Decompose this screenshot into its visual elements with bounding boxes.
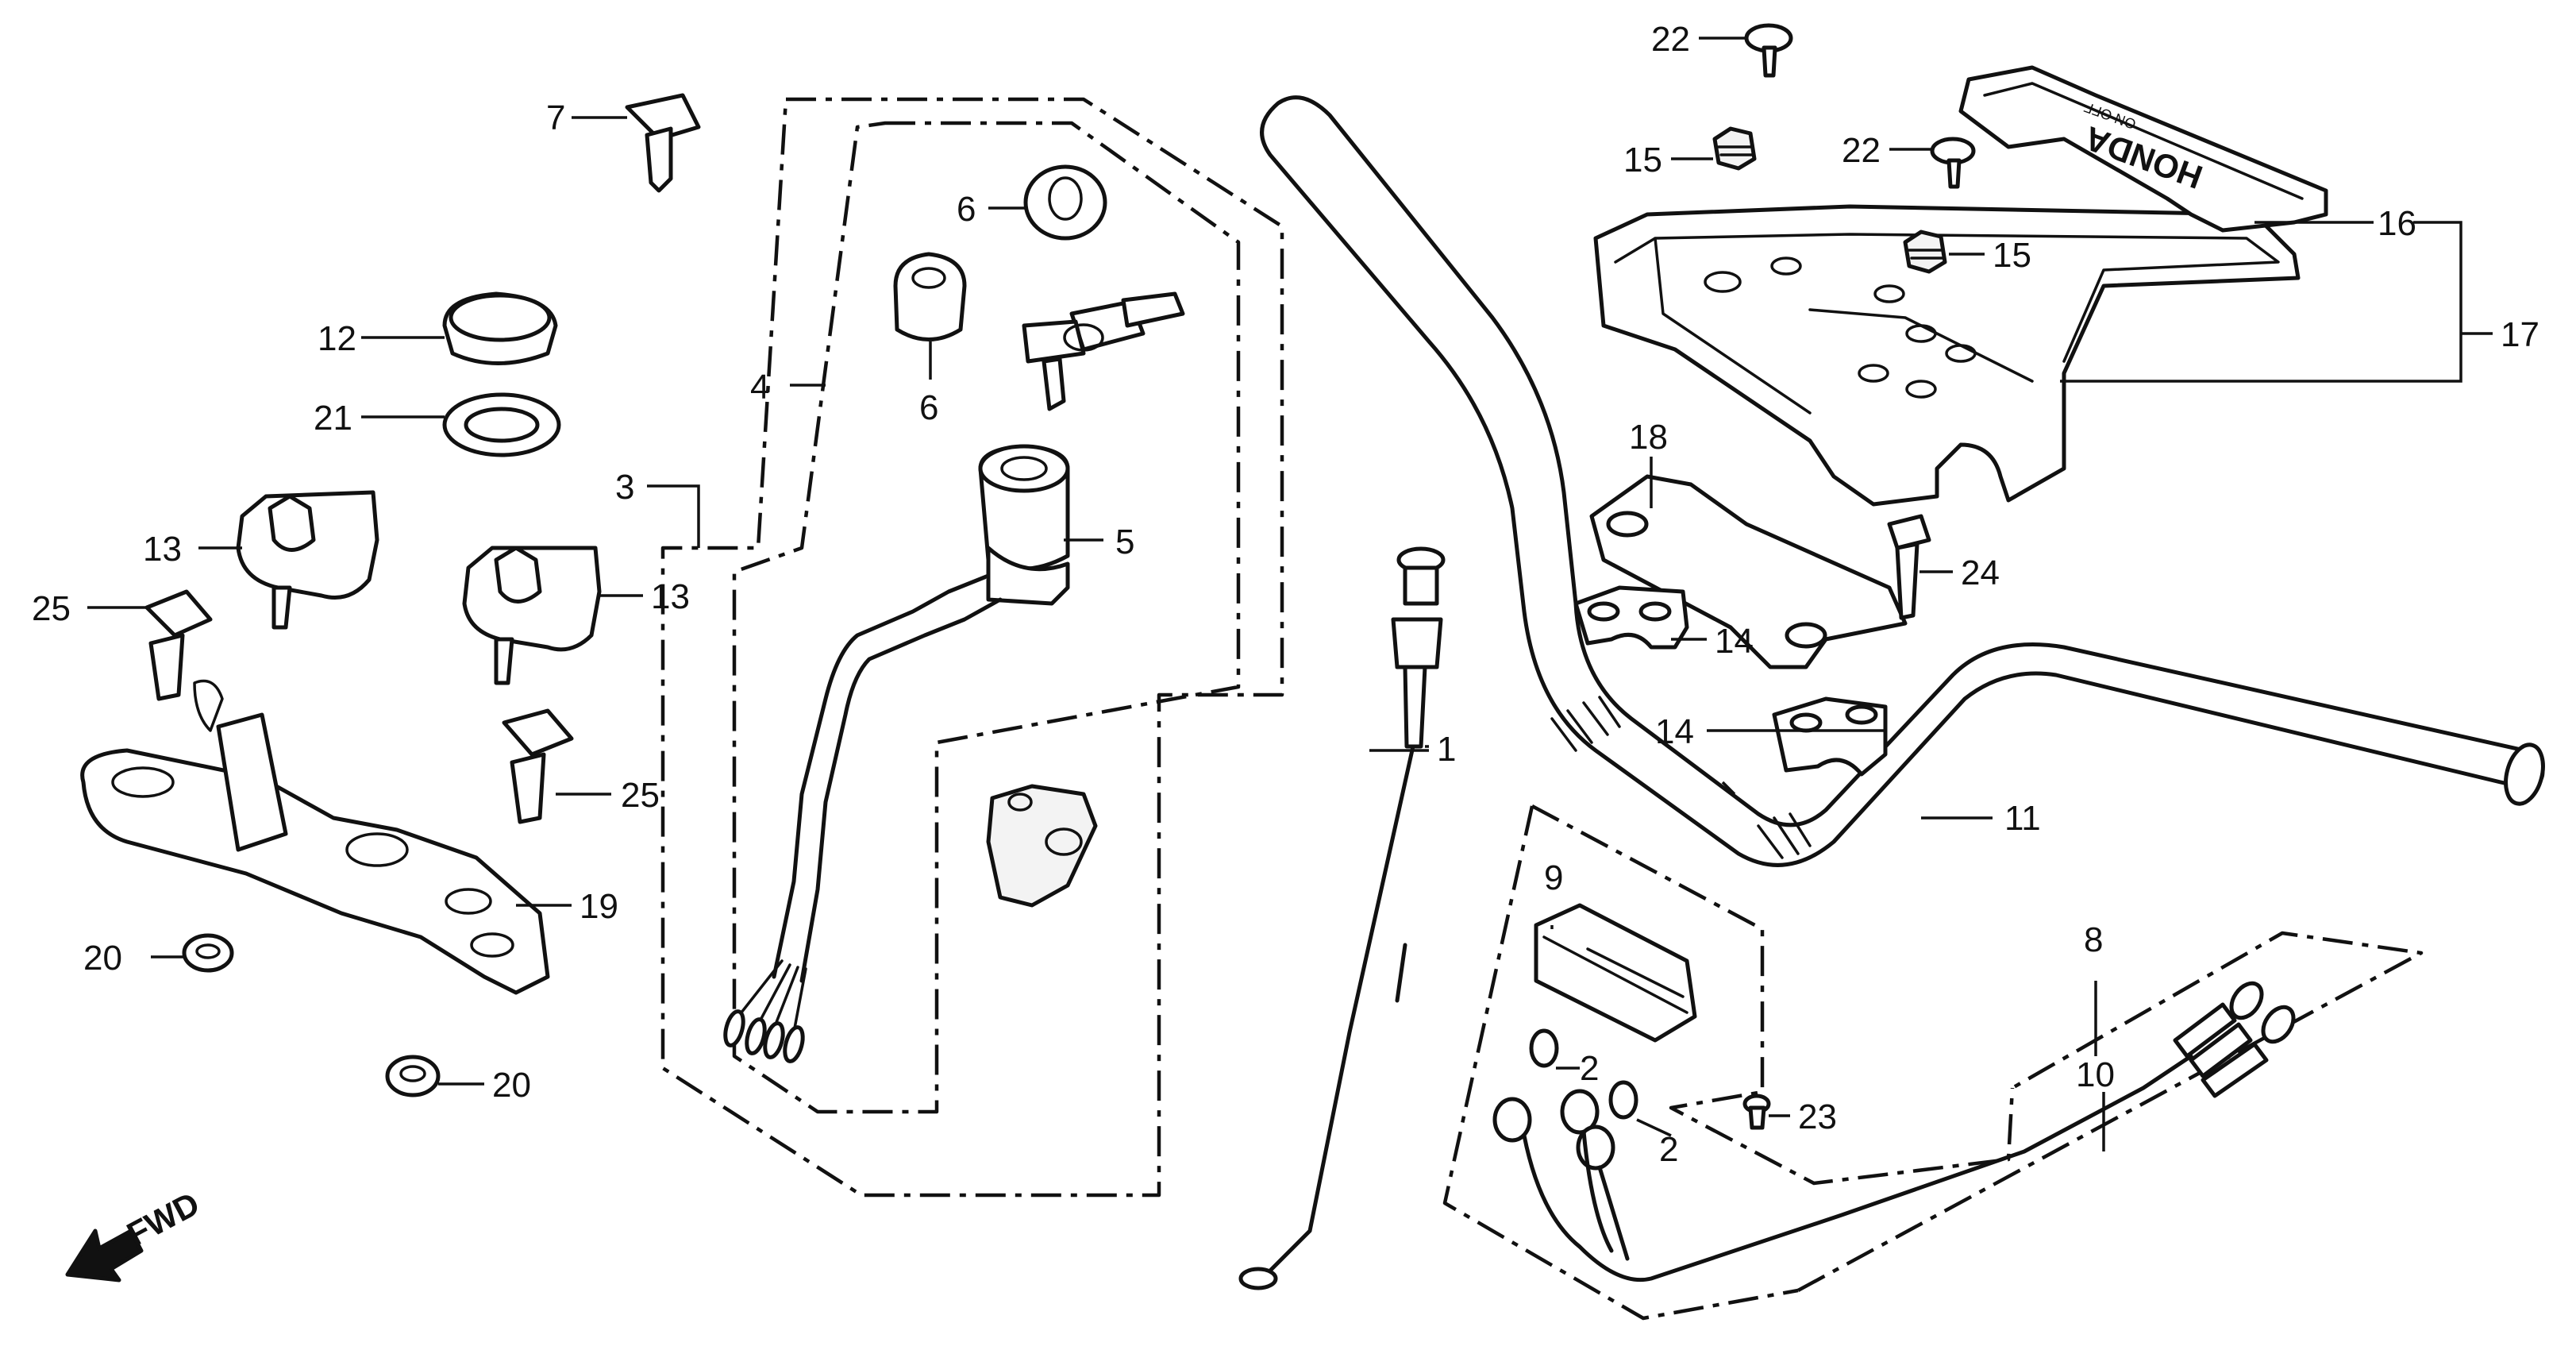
callout-20-top: 20 <box>83 939 122 978</box>
callout-2-upper: 2 <box>1580 1049 1599 1088</box>
assembly-boundary-4 <box>732 121 1241 1114</box>
callout-16: 16 <box>2378 204 2416 243</box>
callout-15-mid: 15 <box>1993 236 2031 275</box>
callout-4: 4 <box>750 368 769 407</box>
ignition-switch <box>772 444 1070 983</box>
bulb-sockets <box>1492 1054 2193 1282</box>
callout-1: 1 <box>1437 730 1456 769</box>
handlebar-holder-upper-1 <box>1573 585 1689 650</box>
bolt-25-left <box>144 589 213 701</box>
callout-6-lower: 6 <box>919 388 938 427</box>
bolt-25-right <box>502 708 574 824</box>
callouts: 1 2 2 3 4 5 6 6 7 8 9 10 11 12 13 13 14 … <box>32 20 2539 1169</box>
choke-cable <box>1238 546 1446 1290</box>
nut-20-bottom <box>385 1055 441 1097</box>
ignition-lock-body <box>986 784 1098 908</box>
wiring-connectors <box>2173 981 2296 1098</box>
holder-13-right <box>462 546 602 685</box>
callout-17: 17 <box>2501 315 2539 354</box>
indicator-cover: HONDA ON OFF <box>1958 65 2328 233</box>
screw-23 <box>1742 1094 1771 1130</box>
forward-direction-arrow: FWD <box>65 1185 206 1282</box>
washer-21 <box>442 392 561 457</box>
leader-lines <box>87 37 2493 1151</box>
indicator-housing <box>1593 204 2301 507</box>
callout-5: 5 <box>1115 523 1134 561</box>
nut-20-top <box>182 933 234 973</box>
nut-15-top <box>1712 126 1757 171</box>
callout-25-right: 25 <box>621 776 660 815</box>
callout-13-left: 13 <box>143 530 182 569</box>
callout-15-top: 15 <box>1623 141 1662 179</box>
key-set <box>1022 291 1185 411</box>
callout-14-lower: 14 <box>1655 712 1694 751</box>
bolt-24 <box>1887 514 1931 620</box>
callout-22-top: 22 <box>1651 20 1690 59</box>
holder-13-left <box>236 490 379 630</box>
callout-19: 19 <box>580 887 618 926</box>
indicator-bracket <box>1589 474 1908 669</box>
callout-6-upper: 6 <box>957 190 976 229</box>
key-cap-6-lower <box>893 252 967 341</box>
handlebar-holder-upper-2 <box>1772 696 1888 777</box>
indicator-bulbs <box>1529 1028 1638 1120</box>
screw-22-mid <box>1930 137 1976 189</box>
callout-11: 11 <box>2004 799 2041 838</box>
assembly-boundary-8-right <box>1796 931 2424 1292</box>
ignition-key-blank <box>625 93 701 193</box>
callout-20-bottom: 20 <box>492 1066 531 1105</box>
assembly-boundary-3 <box>660 97 1284 1198</box>
callout-23: 23 <box>1798 1097 1837 1136</box>
callout-9: 9 <box>1544 858 1563 897</box>
cap-nut-12 <box>442 291 558 365</box>
top-bridge <box>80 679 550 995</box>
assembly-boundary-8 <box>1442 805 1799 1321</box>
callout-8: 8 <box>2084 920 2103 959</box>
callout-10: 10 <box>2076 1055 2115 1094</box>
callout-12: 12 <box>318 319 356 358</box>
callout-25-left: 25 <box>32 589 71 628</box>
screw-22-top <box>1744 23 1793 78</box>
callout-13-right: 13 <box>651 577 690 616</box>
callout-3: 3 <box>615 468 634 507</box>
callout-22-mid: 22 <box>1842 131 1881 170</box>
callout-18: 18 <box>1629 418 1668 457</box>
callout-24: 24 <box>1961 554 2000 592</box>
assembly-boundary-9 <box>1531 804 2015 1186</box>
key-cap-6-top <box>1023 164 1107 241</box>
harness-connectors <box>723 959 807 1063</box>
nut-15-mid <box>1903 230 1947 274</box>
switch-box <box>1534 903 1697 1043</box>
callout-7: 7 <box>546 98 565 137</box>
forward-label: FWD <box>121 1185 206 1253</box>
callout-2-lower: 2 <box>1659 1130 1678 1169</box>
callout-21: 21 <box>314 399 352 438</box>
callout-14-upper: 14 <box>1715 622 1754 661</box>
